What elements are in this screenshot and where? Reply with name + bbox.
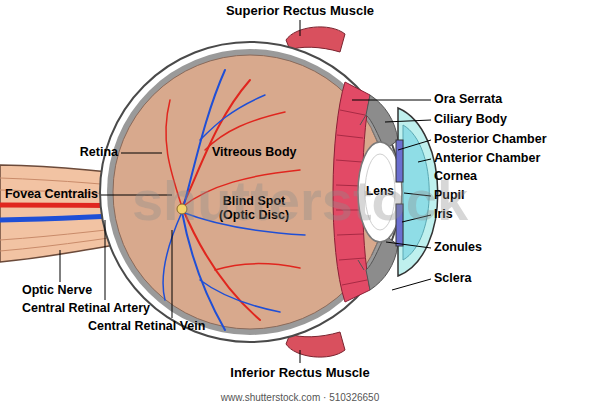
part-label: Fovea Centralis — [0, 188, 98, 202]
part-label: Central Retinal Vein — [88, 320, 288, 334]
watermark: www.shutterstock.com · 510326650 — [0, 392, 600, 403]
part-label: Superior Rectus Muscle — [0, 4, 600, 18]
part-label: Optic Nerve — [22, 284, 172, 298]
watermark: shutterstock — [0, 170, 600, 232]
part-label: Ciliary Body — [434, 113, 600, 127]
part-label: Central Retinal Artery — [22, 302, 222, 316]
part-label: Posterior Chamber — [434, 133, 600, 147]
part-label: Anterior Chamber — [434, 152, 600, 166]
part-label: Zonules — [434, 241, 600, 255]
part-label: Ora Serrata — [434, 93, 600, 107]
part-label: Inferior Rectus Muscle — [0, 366, 600, 380]
part-label: Retina — [0, 146, 118, 160]
part-label: Sclera — [434, 272, 600, 286]
part-label: Vitreous Body — [212, 146, 322, 160]
